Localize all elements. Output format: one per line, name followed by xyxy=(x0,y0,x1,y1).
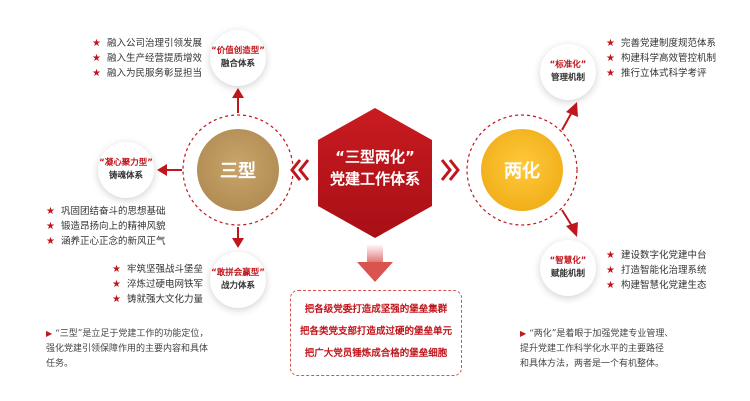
down-arrow-head xyxy=(357,262,393,282)
standardization-subtitle: 管理机制 xyxy=(550,73,585,83)
triangle-icon: ▶ xyxy=(520,329,527,338)
star-icon: ★ xyxy=(112,264,121,275)
standardization-list: ★完善党建制度规范体系 ★构建科学高效管控机制 ★推行立体式科学考评 xyxy=(606,36,716,81)
bottom-goals-box: 把各级党委打造成坚强的堡垒集群 把各类党支部打造成过硬的堡垒单元 把广大党员锤炼… xyxy=(290,290,462,376)
cohesion-subtitle: 铸魂体系 xyxy=(108,171,143,181)
star-icon: ★ xyxy=(606,250,615,261)
cohesion-title: “凝心聚力型” xyxy=(99,158,153,168)
right-hub-label: 两化 xyxy=(504,161,540,182)
center-title: “三型两化” 党建工作体系 xyxy=(318,146,432,190)
right-chevron xyxy=(440,159,452,181)
list-item: ★完善党建制度规范体系 xyxy=(606,38,716,49)
left-note-line3: 任务。 xyxy=(46,359,74,369)
star-icon: ★ xyxy=(606,280,615,291)
star-icon: ★ xyxy=(92,38,101,49)
left-chevron xyxy=(290,159,302,181)
right-note-line2: 提升党建工作科学化水平的主要路径 xyxy=(520,344,665,354)
standardization-node: “标准化” 管理机制 xyxy=(540,44,596,100)
list-item: ★淬炼过硬电网铁军 xyxy=(112,279,203,290)
star-icon: ★ xyxy=(112,279,121,290)
star-icon: ★ xyxy=(606,53,615,64)
star-icon: ★ xyxy=(606,265,615,276)
value-creation-list: ★融入公司治理引领发展 ★融入生产经营提质增效 ★融入为民服务彰显担当 xyxy=(92,36,202,81)
goal-line-3: 把广大党员锤炼成合格的堡垒细胞 xyxy=(304,348,448,359)
left-note-line1: ▶“三型”是立足于党建工作的功能定位， xyxy=(46,329,209,339)
smart-title: “智慧化” xyxy=(549,256,587,266)
list-item: ★打造智能化治理系统 xyxy=(606,265,707,276)
right-note-line3: 和具体方法，两者是一个有机整体。 xyxy=(520,359,665,369)
cohesion-list: ★巩固团结奋斗的思想基础 ★锻造昂扬向上的精神风貌 ★涵养正心正念的新风正气 xyxy=(46,204,165,249)
star-icon: ★ xyxy=(46,221,55,232)
star-icon: ★ xyxy=(46,236,55,247)
arrow-down-head xyxy=(232,238,244,248)
list-item: ★推行立体式科学考评 xyxy=(606,68,707,79)
arrow-upright-line xyxy=(561,111,573,131)
list-item: ★构建科学高效管控机制 xyxy=(606,53,716,64)
star-icon: ★ xyxy=(112,294,121,305)
star-icon: ★ xyxy=(606,38,615,49)
arrow-left-head xyxy=(157,164,167,176)
right-hub-ring xyxy=(466,114,578,226)
center-title-line2: 党建工作体系 xyxy=(329,170,420,188)
left-note: ▶“三型”是立足于党建工作的功能定位， 强化党建引领保障作用的主要内容和具体 任… xyxy=(46,326,282,372)
center-title-line1: “三型两化” xyxy=(335,148,415,166)
list-item: ★融入为民服务彰显担当 xyxy=(92,68,202,79)
value-creation-node: “价值创造型” 融合体系 xyxy=(210,30,266,86)
arrow-upright-head xyxy=(566,102,578,117)
left-note-line2: 强化党建引领保障作用的主要内容和具体 xyxy=(46,344,209,354)
center-hexagon xyxy=(318,108,432,238)
smart-subtitle: 赋能机制 xyxy=(550,269,585,279)
list-item: ★融入公司治理引领发展 xyxy=(92,38,202,49)
value-creation-title: “价值创造型” xyxy=(211,46,265,56)
cohesion-node: “凝心聚力型” 铸魂体系 xyxy=(98,142,154,198)
down-arrow-stem xyxy=(367,244,383,264)
fighting-list: ★牢筑坚强战斗堡垒 ★淬炼过硬电网铁军 ★铸就强大文化力量 xyxy=(112,262,203,307)
star-icon: ★ xyxy=(92,68,101,79)
left-hub-label: 三型 xyxy=(220,161,256,182)
list-item: ★构建智慧化党建生态 xyxy=(606,280,707,291)
right-chevron-2 xyxy=(448,159,460,181)
left-chevron-2 xyxy=(298,159,310,181)
goal-line-1: 把各级党委打造成坚强的堡垒集群 xyxy=(304,304,448,315)
star-icon: ★ xyxy=(606,68,615,79)
list-item: ★锻造昂扬向上的精神风貌 xyxy=(46,221,166,232)
list-item: ★牢筑坚强战斗堡垒 xyxy=(112,264,203,275)
list-item: ★涵养正心正念的新风正气 xyxy=(46,236,166,247)
left-hub-circle: 三型 xyxy=(197,129,279,211)
right-note: ▶“两化”是着眼于加强党建专业管理、 提升党建工作科学化水平的主要路径 和具体方… xyxy=(520,326,744,372)
triangle-icon: ▶ xyxy=(46,329,53,338)
star-icon: ★ xyxy=(46,206,55,217)
standardization-title: “标准化” xyxy=(549,60,587,70)
fighting-title: “敢拼会赢型” xyxy=(211,268,265,278)
list-item: ★铸就强大文化力量 xyxy=(112,294,203,305)
value-creation-subtitle: 融合体系 xyxy=(220,59,255,69)
smart-list: ★建设数字化党建中台 ★打造智能化治理系统 ★构建智慧化党建生态 xyxy=(606,248,706,293)
star-icon: ★ xyxy=(92,53,101,64)
fighting-node: “敢拼会赢型” 战力体系 xyxy=(210,252,266,308)
list-item: ★融入生产经营提质增效 xyxy=(92,53,202,64)
fighting-subtitle: 战力体系 xyxy=(220,281,255,291)
list-item: ★巩固团结奋斗的思想基础 xyxy=(46,206,166,217)
goal-line-2: 把各类党支部打造成过硬的堡垒单元 xyxy=(299,326,452,337)
smart-node: “智慧化” 赋能机制 xyxy=(540,240,596,296)
list-item: ★建设数字化党建中台 xyxy=(606,250,707,261)
right-hub-circle: 两化 xyxy=(481,129,563,211)
arrow-downright-head xyxy=(566,222,578,237)
right-note-line1: ▶“两化”是着眼于加强党建专业管理、 xyxy=(520,329,674,339)
arrow-up-head xyxy=(232,88,244,98)
arrow-downright-line xyxy=(561,209,573,227)
